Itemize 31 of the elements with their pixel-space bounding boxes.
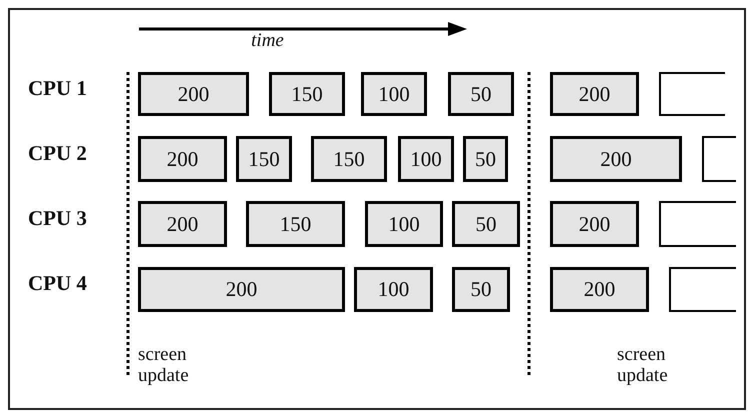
task-bar: 200 [138,136,227,182]
task-bar: 150 [236,136,292,182]
task-bar: 200 [550,201,639,247]
task-bar: 50 [463,136,508,182]
event-label: screen update [617,344,669,386]
task-bar: 50 [452,267,510,312]
task-bar: 200 [550,136,682,182]
task-bar: 200 [550,72,639,116]
row-label: CPU 4 [28,273,88,294]
task-bar: 200 [138,267,345,312]
task-bar: 50 [452,201,520,247]
empty-task-bar [659,201,736,247]
empty-task-bar [669,267,736,312]
row-label: CPU 3 [28,208,88,229]
axis-label: time [250,30,285,51]
event-label: screen update [138,344,190,386]
empty-task-bar [702,136,736,182]
task-bar: 200 [550,267,649,312]
row-label: CPU 2 [28,143,88,164]
task-bar: 200 [138,72,249,116]
task-bar: 150 [269,72,345,116]
task-bar: 100 [365,201,443,247]
task-bar: 100 [398,136,454,182]
empty-task-bar [659,72,725,116]
task-bar: 150 [246,201,345,247]
task-bar: 150 [311,136,387,182]
task-bar: 50 [448,72,514,116]
task-bar: 100 [354,267,433,312]
task-bar: 100 [361,72,427,116]
row-label: CPU 1 [28,78,88,99]
task-bar: 200 [138,201,227,247]
